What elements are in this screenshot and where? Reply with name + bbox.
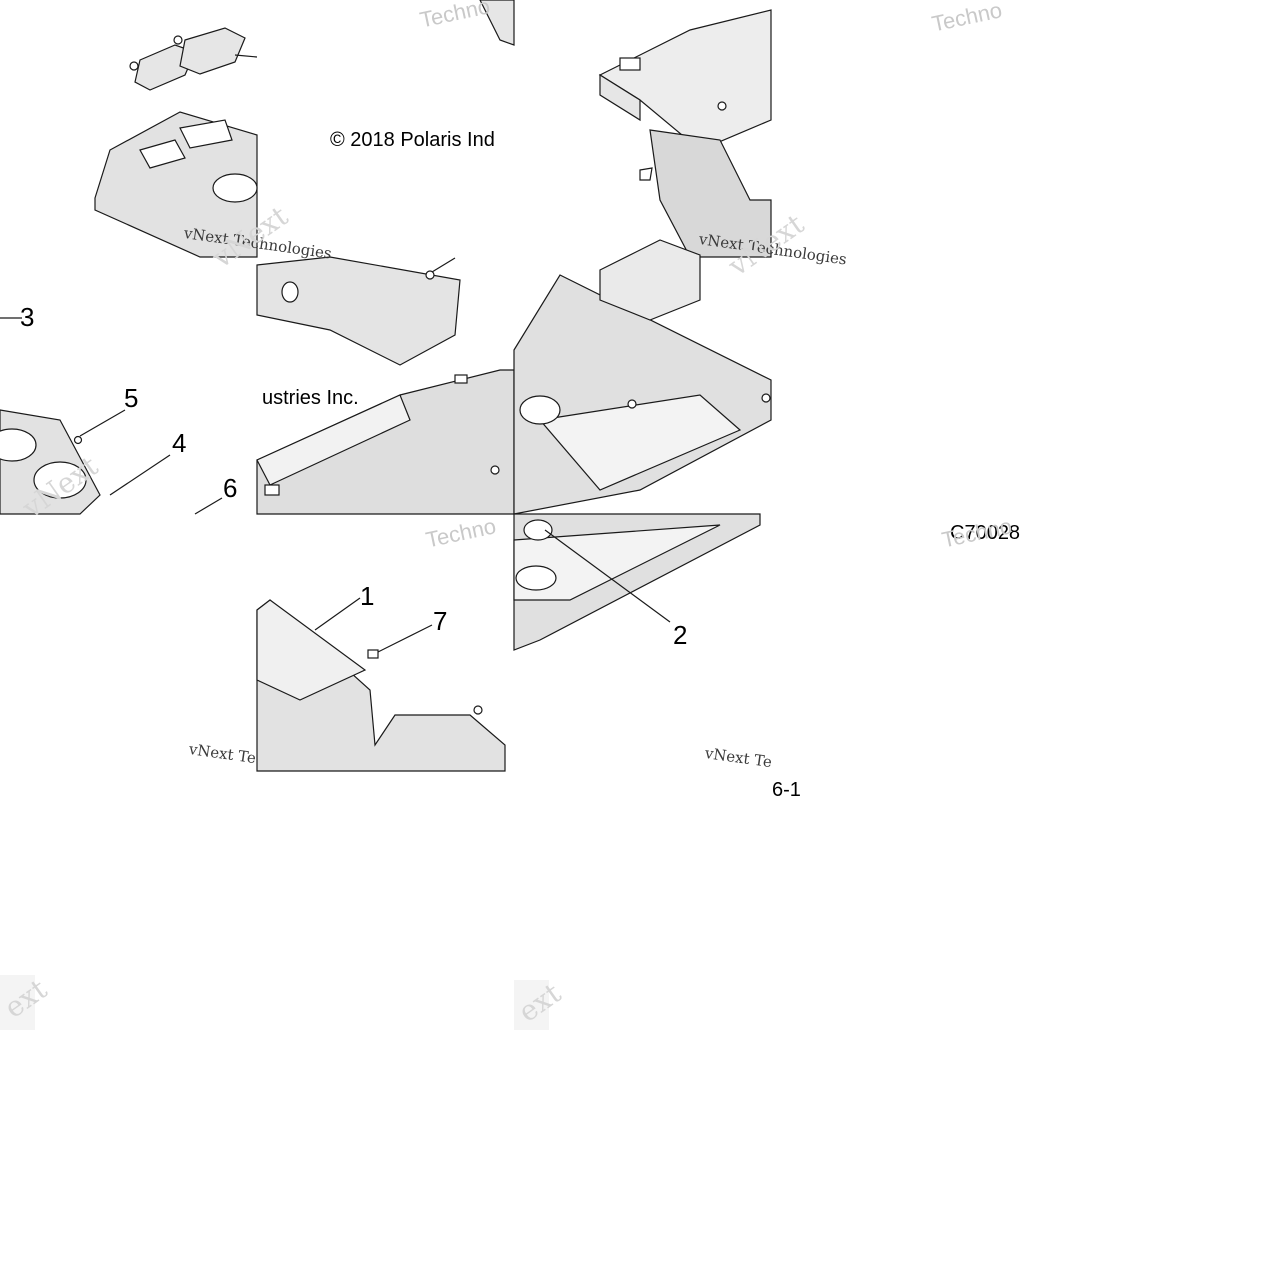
frame-edge-fragment <box>479 0 515 46</box>
floor-tub-front-edge <box>513 513 761 651</box>
figure-code: C70028 <box>950 522 1021 544</box>
screw-head-icon <box>627 399 637 409</box>
callout-5: 5 <box>124 383 139 413</box>
leader-line-4 <box>109 454 171 496</box>
callout-1: 1 <box>360 581 375 611</box>
leader-line-2 <box>544 529 671 623</box>
covers-part-group <box>129 27 258 91</box>
leader-line <box>234 54 258 58</box>
callout-6: 6 <box>223 473 238 503</box>
callout-7: 7 <box>433 606 448 636</box>
leader-line-1 <box>314 597 361 631</box>
leader-line-5 <box>79 409 126 437</box>
screw-head-icon <box>717 101 727 111</box>
screw-head-icon <box>173 35 183 45</box>
floor-tub-front <box>256 256 515 515</box>
screw-head-icon <box>473 705 483 715</box>
screw-head-icon <box>73 435 83 445</box>
screw-head-icon <box>490 465 500 475</box>
screw-head-icon <box>129 61 139 71</box>
seat-cover-right <box>179 27 246 75</box>
watermark-shadow <box>0 975 35 1030</box>
rear-bulkhead-panel <box>598 9 772 258</box>
copyright-text: © 2018 Polaris Ind <box>330 129 495 151</box>
leader-line-7 <box>377 624 433 653</box>
leader-line <box>431 257 456 273</box>
copyright-text-continued: ustries Inc. <box>262 387 359 409</box>
hole-icon <box>761 393 771 403</box>
seat-base-panel <box>94 111 258 258</box>
clip-icon <box>367 649 379 659</box>
callout-2: 2 <box>673 620 688 650</box>
seat-cover-left <box>134 44 196 91</box>
callout-3: 3 <box>20 302 35 332</box>
callout-4: 4 <box>172 428 187 458</box>
leader-line-6 <box>194 497 223 515</box>
floor-tub-rear <box>513 239 772 515</box>
side-panel <box>256 597 506 772</box>
page-reference: 6-1 <box>772 779 801 801</box>
watermark-shadow <box>514 980 549 1030</box>
seat-base-panel-lower <box>0 317 223 515</box>
screw-head-icon <box>425 270 435 280</box>
clip-icon <box>639 167 653 181</box>
